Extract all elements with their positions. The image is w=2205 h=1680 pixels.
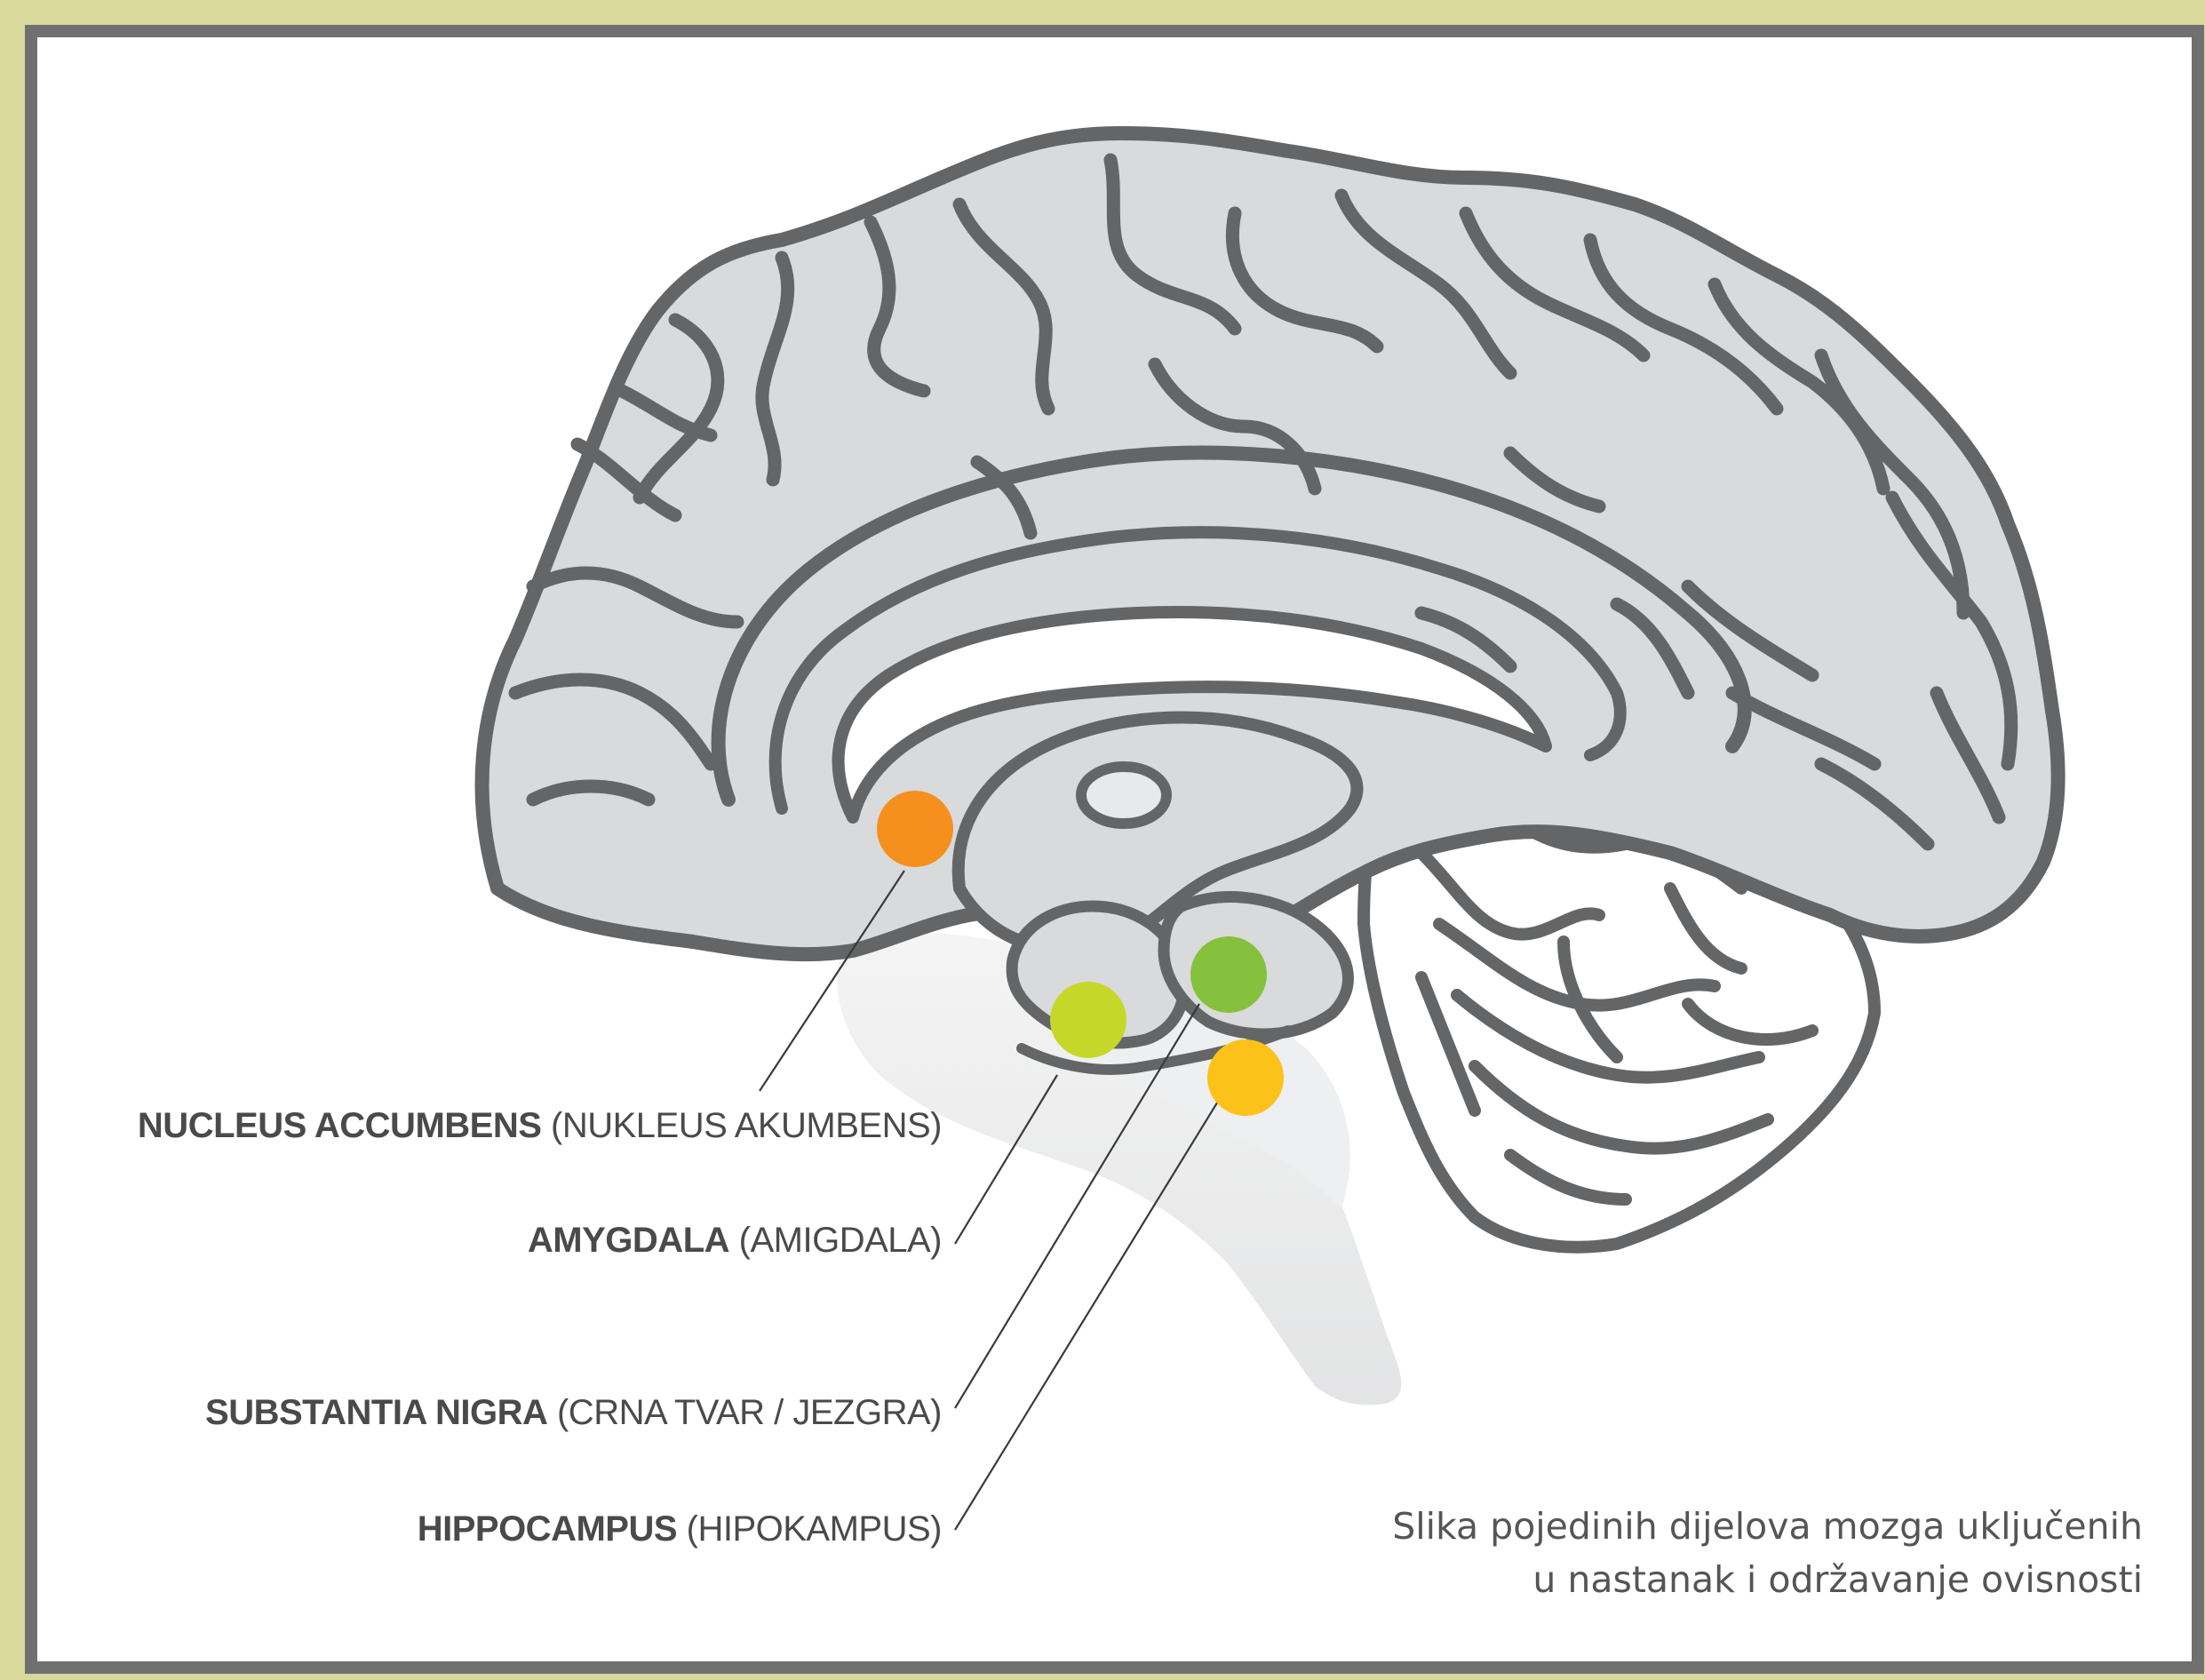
marker-nucleus-accumbens	[877, 791, 953, 867]
label-hippocampus: HIPPOCAMPUS (HIPOKAMPUS)	[418, 1509, 942, 1549]
label-name: AMYGDALA	[528, 1221, 729, 1260]
label-substantia-nigra: SUBSTANTIA NIGRA (CRNA TVAR / JEZGRA)	[205, 1392, 942, 1433]
marker-hippocampus	[1207, 1039, 1284, 1116]
label-amygdala: AMYGDALA (AMIGDALA)	[528, 1220, 942, 1261]
caption-line-2: u nastanak i održavanje ovisnosti	[1392, 1553, 2143, 1606]
caption-line-1: Slika pojedinih dijelova mozga uključeni…	[1392, 1500, 2143, 1553]
label-name: NUCLEUS ACCUMBENS	[138, 1106, 541, 1145]
marker-substantia-nigra	[1190, 936, 1267, 1013]
label-nucleus-accumbens: NUCLEUS ACCUMBENS (NUKLEUS AKUMBENS)	[138, 1105, 942, 1146]
label-name: SUBSTANTIA NIGRA	[205, 1393, 547, 1432]
label-name: HIPPOCAMPUS	[418, 1509, 677, 1549]
label-translation: (HIPOKAMPUS)	[687, 1509, 942, 1549]
interthalamic-adhesion	[1081, 767, 1166, 824]
label-translation: (NUKLEUS AKUMBENS)	[551, 1106, 942, 1145]
marker-amygdala	[1050, 982, 1126, 1058]
label-translation: (CRNA TVAR / JEZGRA)	[557, 1393, 942, 1432]
figure-caption: Slika pojedinih dijelova mozga uključeni…	[1392, 1500, 2143, 1606]
label-translation: (AMIGDALA)	[739, 1221, 942, 1260]
